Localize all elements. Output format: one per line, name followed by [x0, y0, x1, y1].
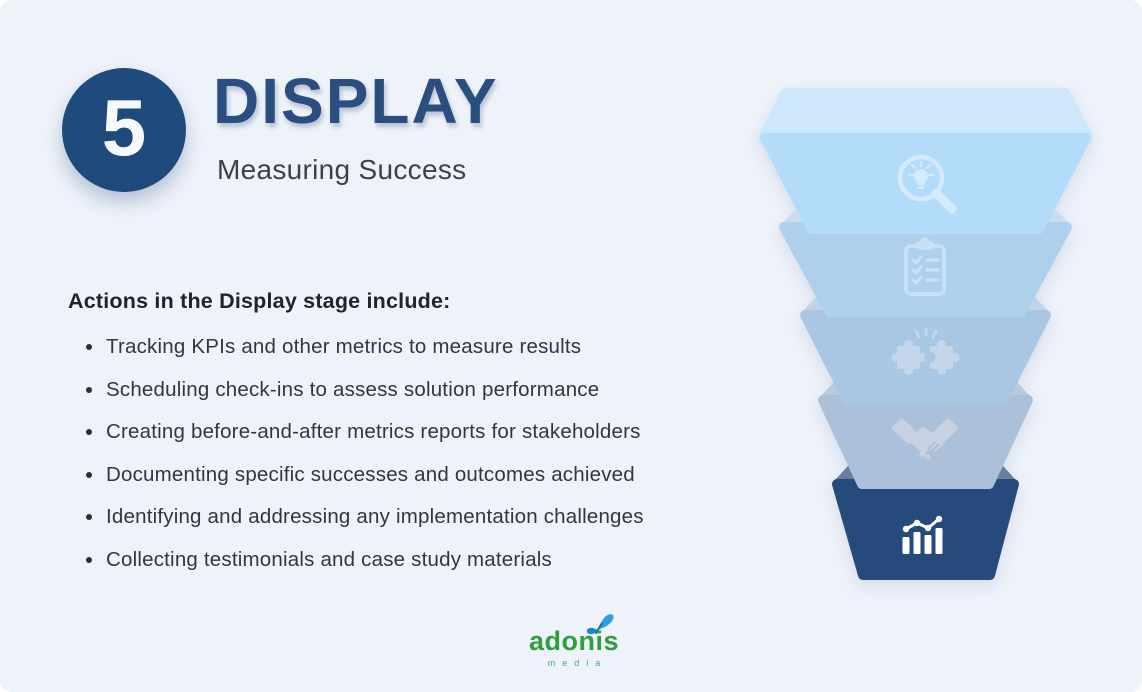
actions-heading: Actions in the Display stage include: — [68, 289, 451, 313]
search-insight-icon — [897, 154, 957, 214]
list-item-text: Documenting specific successes and outco… — [106, 462, 635, 486]
list-item-text: Tracking KPIs and other metrics to measu… — [106, 335, 582, 358]
list-item: Documenting specific successes and outco… — [86, 462, 766, 487]
list-item-text: Collecting testimonials and case study m… — [106, 547, 552, 571]
list-item-text: Scheduling check-ins to assess solution … — [106, 377, 600, 401]
bullet-icon — [86, 514, 92, 521]
page-title: DISPLAY — [213, 65, 499, 137]
step-number-badge: 5 — [62, 68, 186, 192]
brand-subname: media — [547, 658, 608, 668]
brand-name: adonis — [528, 626, 619, 656]
bullet-icon — [86, 556, 92, 563]
bar-chart-growth-icon — [902, 515, 943, 554]
list-item: Collecting testimonials and case study m… — [86, 547, 766, 572]
step-number: 5 — [101, 83, 147, 172]
funnel-diagram — [758, 88, 1093, 580]
list-item: Scheduling check-ins to assess solution … — [86, 377, 766, 402]
bullet-icon — [86, 471, 92, 478]
list-item: Tracking KPIs and other metrics to measu… — [86, 335, 766, 359]
bullet-icon — [86, 344, 92, 350]
page-subtitle: Measuring Success — [217, 154, 467, 185]
bullet-icon — [86, 429, 92, 436]
list-item-text: Creating before-and-after metrics report… — [106, 420, 641, 444]
funnel-stage-1 — [758, 88, 1093, 234]
bullet-icon — [86, 386, 92, 393]
list-item: Identifying and addressing any implement… — [86, 506, 766, 529]
actions-list: Tracking KPIs and other metrics to measu… — [86, 335, 766, 572]
funnel-lip — [758, 88, 1093, 145]
brand-logo: adonis media — [524, 614, 624, 668]
list-item-text: Identifying and addressing any implement… — [106, 505, 644, 529]
list-item: Creating before-and-after metrics report… — [86, 421, 766, 444]
puzzle-fit-icon — [891, 327, 960, 375]
funnel-body — [760, 133, 1091, 234]
handshake-icon — [891, 418, 959, 460]
butterfly-icon — [586, 614, 614, 635]
checklist-clipboard-icon — [904, 237, 946, 296]
